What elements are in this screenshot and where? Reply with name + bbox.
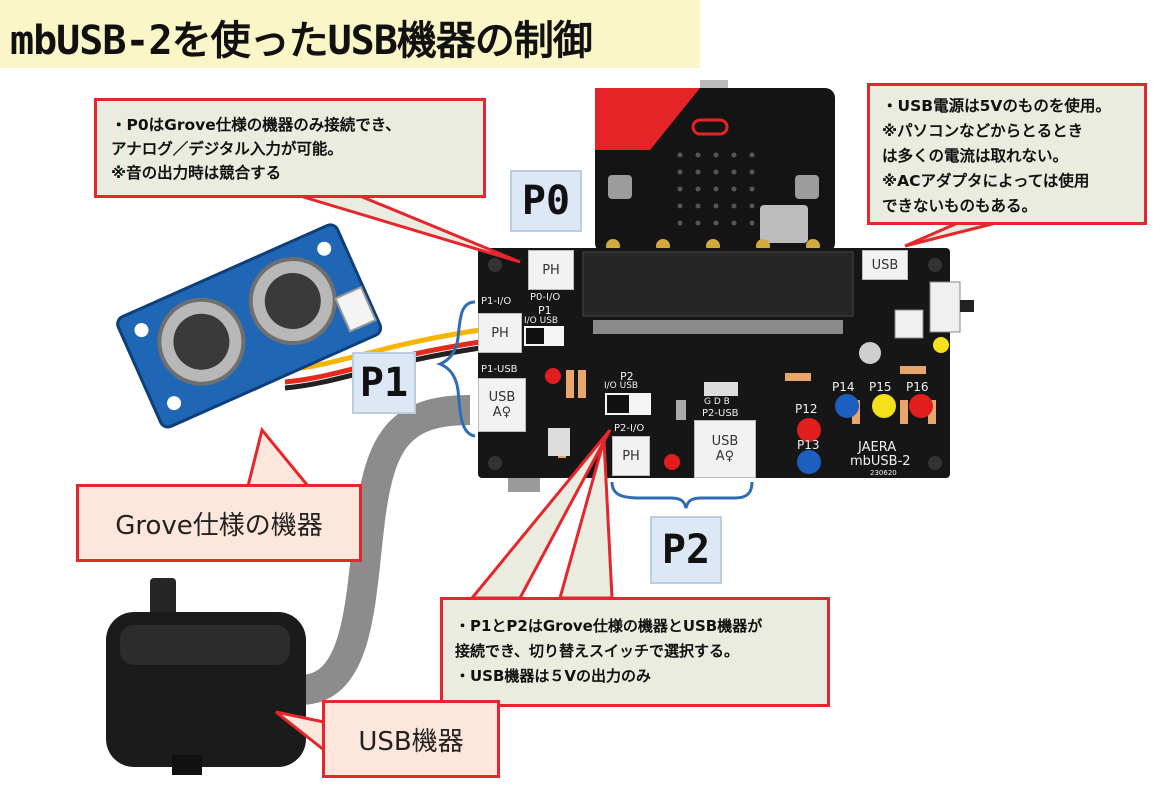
silk-p2-io: P2-I/O — [614, 423, 645, 434]
silk-p2-switch: P2 — [620, 370, 634, 383]
usb-power-port: USB — [862, 250, 908, 280]
p1-usb-port: USB A♀ — [478, 378, 526, 432]
silk-gdb: G D B — [704, 397, 730, 407]
silk-p1-io: P1-I/O — [481, 296, 512, 307]
port-label-p2: P2 — [650, 516, 722, 584]
led-p1 — [545, 368, 561, 384]
led-p13 — [797, 450, 821, 474]
callout-p1p2-line-3: ・USB機器は５Vの出力のみ — [455, 667, 652, 685]
page-title: mbUSB-2を使ったUSB機器の制御 — [10, 18, 593, 64]
callout-p1p2-line-2: 接続でき、切り替えスイッチで選択する。 — [455, 642, 739, 660]
led-p14 — [835, 394, 859, 418]
usb-callout-tail — [904, 220, 1001, 248]
label-grove-device: Grove仕様の機器 — [76, 484, 362, 562]
callout-p0-line-1: ・P0はGrove仕様の機器のみ接続でき、 — [111, 116, 401, 134]
p1-bracket — [435, 300, 476, 438]
callout-usb-line-3: は多くの電流は取れない。 — [882, 147, 1069, 165]
label-usb-device: USB機器 — [322, 700, 500, 778]
silk-model: mbUSB-2 — [850, 454, 911, 469]
callout-p0-note: ・P0はGrove仕様の機器のみ接続でき、 アナログ／デジタル入力が可能。 ※音… — [94, 98, 486, 198]
water-pump — [106, 578, 306, 775]
silk-p1-usb: P1-USB — [481, 364, 518, 375]
silk-p2-switch-sub: I/O USB — [604, 381, 639, 391]
silk-p15: P15 — [869, 380, 892, 394]
mbusb2-board — [478, 248, 974, 492]
p1-ph-port: PH — [478, 313, 522, 353]
silk-p12: P12 — [795, 402, 818, 416]
led-p12 — [797, 418, 821, 442]
callout-usb-line-5: できないものもある。 — [882, 197, 1038, 215]
p2-bracket — [610, 481, 754, 509]
silk-date-code: 230620 — [870, 469, 897, 477]
silk-p2-usb: P2-USB — [702, 408, 739, 419]
silk-p1-switch-sub: I/O USB — [524, 316, 559, 326]
silk-p16: P16 — [906, 380, 929, 394]
p2-ph-port: PH — [612, 436, 650, 476]
ultrasonic-sensor — [116, 223, 383, 429]
callout-usb-power-note: ・USB電源は5Vのものを使用。 ※パソコンなどからとるとき は多くの電流は取れ… — [867, 83, 1147, 225]
led-p2 — [664, 454, 680, 470]
callout-usb-line-2: ※パソコンなどからとるとき — [882, 122, 1084, 140]
callout-usb-line-1: ・USB電源は5Vのものを使用。 — [882, 97, 1111, 115]
port-label-p0: P0 — [510, 170, 582, 232]
grove-label-tail — [246, 426, 312, 488]
callout-usb-line-4: ※ACアダプタによっては使用 — [882, 172, 1090, 190]
p2-usb-port: USB A♀ — [694, 420, 756, 478]
microbit-board — [595, 80, 835, 253]
callout-p0-line-2: アナログ／デジタル入力が可能。 — [111, 140, 343, 158]
silk-brand: JAERA — [858, 440, 897, 455]
silk-p14: P14 — [832, 380, 855, 394]
usb-cable — [298, 395, 471, 705]
led-p15 — [872, 394, 896, 418]
p0-ph-port: PH — [528, 250, 574, 290]
callout-p1p2-note: ・P1とP2はGrove仕様の機器とUSB機器が 接続でき、切り替えスイッチで選… — [440, 597, 830, 707]
callout-p1p2-line-1: ・P1とP2はGrove仕様の機器とUSB機器が — [455, 617, 763, 635]
silk-p1-switch: P1 — [538, 304, 552, 317]
title-bar — [0, 0, 700, 68]
led-p16 — [909, 394, 933, 418]
silk-p13: P13 — [797, 438, 820, 452]
silk-p0-io: P0-I/O — [530, 292, 561, 303]
callout-p0-line-3: ※音の出力時は競合する — [111, 164, 282, 182]
port-label-p1: P1 — [352, 352, 416, 414]
